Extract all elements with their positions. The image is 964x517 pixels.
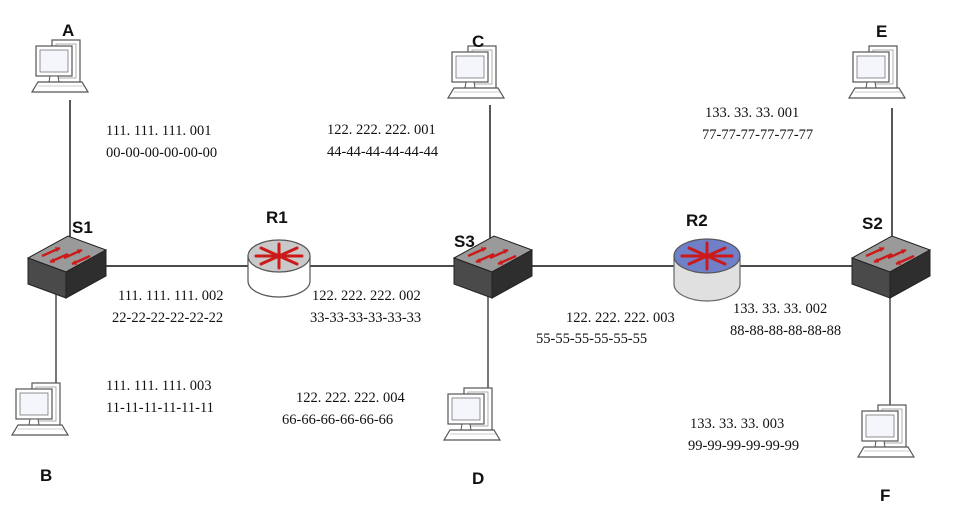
switch-s2[interactable]: S2 xyxy=(850,214,932,300)
mac-address: 22-22-22-22-22-22 xyxy=(112,310,223,326)
ip-address: 122. 222. 222. 001 xyxy=(327,122,436,138)
address-r2-right: 133. 33. 33. 002 88-88-88-88-88-88 xyxy=(730,301,841,339)
switch-s1[interactable]: S1 xyxy=(26,218,108,300)
computer-icon xyxy=(31,39,89,93)
router-r2[interactable]: R2 xyxy=(673,211,741,302)
host-a[interactable]: A xyxy=(31,21,89,93)
switch-icon xyxy=(850,234,932,300)
mac-address: 00-00-00-00-00-00 xyxy=(106,145,217,161)
ip-address: 111. 111. 111. 003 xyxy=(106,378,212,394)
address-a: 111. 111. 111. 001 00-00-00-00-00-00 xyxy=(106,123,217,161)
mac-address: 11-11-11-11-11-11 xyxy=(106,400,214,416)
host-label: A xyxy=(62,21,74,40)
router-icon xyxy=(247,239,311,298)
router-icon xyxy=(673,238,741,302)
host-f[interactable]: F xyxy=(857,404,915,505)
computer-icon xyxy=(857,404,915,458)
ip-address: 122. 222. 222. 003 xyxy=(566,310,675,326)
address-d: 122. 222. 222. 004 66-66-66-66-66-66 xyxy=(282,390,406,428)
mac-address: 66-66-66-66-66-66 xyxy=(282,412,393,428)
router-label: R2 xyxy=(686,211,708,230)
host-e[interactable]: E xyxy=(848,22,906,99)
switch-label: S3 xyxy=(454,232,475,251)
host-label: F xyxy=(880,486,890,505)
address-r2-left: 122. 222. 222. 003 55-55-55-55-55-55 xyxy=(536,310,675,347)
router-r1[interactable]: R1 xyxy=(247,208,311,298)
mac-address: 33-33-33-33-33-33 xyxy=(310,310,421,326)
ip-address: 133. 33. 33. 002 xyxy=(733,301,827,317)
address-c: 122. 222. 222. 001 44-44-44-44-44-44 xyxy=(327,122,439,160)
switch-label: S2 xyxy=(862,214,883,233)
mac-address: 88-88-88-88-88-88 xyxy=(730,323,841,339)
address-r1-left: 111. 111. 111. 002 22-22-22-22-22-22 xyxy=(112,288,224,326)
host-label: E xyxy=(876,22,887,41)
ip-address: 111. 111. 111. 002 xyxy=(118,288,224,304)
ip-address: 122. 222. 222. 004 xyxy=(296,390,406,406)
ip-address: 122. 222. 222. 002 xyxy=(312,288,421,304)
switch-s3[interactable]: S3 xyxy=(452,232,534,300)
address-e: 133. 33. 33. 001 77-77-77-77-77-77 xyxy=(702,105,813,143)
mac-address: 99-99-99-99-99-99 xyxy=(688,438,799,454)
address-b: 111. 111. 111. 003 11-11-11-11-11-11 xyxy=(106,378,214,416)
computer-icon xyxy=(447,45,505,99)
computer-icon xyxy=(11,382,69,436)
mac-address: 77-77-77-77-77-77 xyxy=(702,127,813,143)
computer-icon xyxy=(848,45,906,99)
host-c[interactable]: C xyxy=(447,32,505,99)
switch-label: S1 xyxy=(72,218,93,237)
host-d[interactable]: D xyxy=(443,387,501,488)
ip-address: 133. 33. 33. 003 xyxy=(690,416,784,432)
host-b[interactable]: B xyxy=(11,382,69,485)
router-label: R1 xyxy=(266,208,288,227)
links xyxy=(55,100,893,405)
host-label: D xyxy=(472,469,484,488)
mac-address: 44-44-44-44-44-44 xyxy=(327,144,439,160)
host-label: B xyxy=(40,466,52,485)
ip-address: 111. 111. 111. 001 xyxy=(106,123,212,139)
computer-icon xyxy=(443,387,501,441)
address-r1-right: 122. 222. 222. 002 33-33-33-33-33-33 xyxy=(310,288,421,326)
address-f: 133. 33. 33. 003 99-99-99-99-99-99 xyxy=(688,416,799,454)
switch-icon xyxy=(26,234,108,300)
ip-address: 133. 33. 33. 001 xyxy=(705,105,799,121)
host-label: C xyxy=(472,32,484,51)
mac-address: 55-55-55-55-55-55 xyxy=(536,331,647,347)
